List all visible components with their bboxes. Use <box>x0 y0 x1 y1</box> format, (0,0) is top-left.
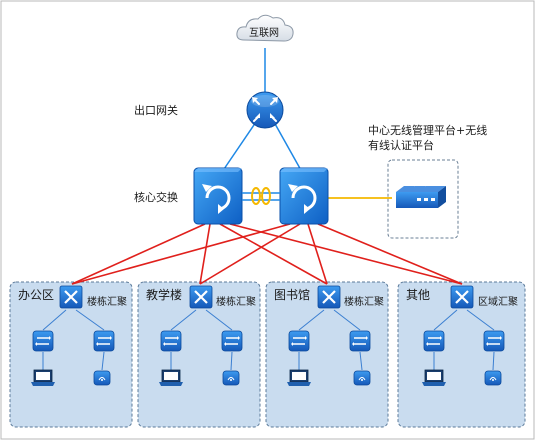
wlc-label-line1: 中心无线管理平台+无线 <box>368 124 488 137</box>
access-switch-icon <box>93 330 115 352</box>
aggregation-switch-icon <box>189 285 213 309</box>
zone-title-teaching: 教学楼 <box>146 288 183 302</box>
wlc-label-line2: 有线认证平台 <box>368 139 434 152</box>
zone-box-office <box>9 281 133 428</box>
zone-title-other: 其他 <box>406 288 431 302</box>
agg-label-teaching: 楼栋汇聚 <box>216 297 256 308</box>
laptop-icon <box>287 369 311 386</box>
access-links <box>42 309 495 371</box>
access-switch-icon <box>288 330 310 352</box>
wlc-label: 中心无线管理平台+无线 有线认证平台 <box>368 123 487 153</box>
internet-cloud-icon <box>236 14 294 42</box>
aggregation-switch-icon <box>450 285 474 309</box>
agg-label-office: 楼栋汇聚 <box>87 297 127 308</box>
access-switch-icon <box>160 330 182 352</box>
laptop-icon <box>422 369 446 386</box>
zone-box-teaching <box>137 281 261 428</box>
access-switch-icon <box>423 330 445 352</box>
access-point-icon <box>93 370 111 386</box>
access-switch-icon <box>221 330 243 352</box>
access-point-icon <box>222 370 240 386</box>
aggregation-switch-icon <box>59 285 83 309</box>
laptop-icon <box>31 369 55 386</box>
wireless-controller-icon <box>396 180 446 208</box>
link-router-core-right <box>273 121 303 173</box>
link-router-core-left <box>221 121 257 173</box>
core-switch-left-icon <box>193 167 243 225</box>
access-point-icon <box>353 370 371 386</box>
zone-title-office: 办公区 <box>18 288 55 302</box>
zone-title-library: 图书馆 <box>274 288 311 302</box>
laptop-icon <box>159 369 183 386</box>
aggregation-switch-icon <box>317 285 341 309</box>
access-switch-icon <box>349 330 371 352</box>
egress-gateway-label: 出口网关 <box>134 104 178 117</box>
core-stack-link <box>242 187 280 205</box>
agg-label-library: 楼栋汇聚 <box>344 297 384 308</box>
router-icon <box>246 91 284 129</box>
zone-box-other <box>397 281 526 428</box>
core-switch-right-icon <box>279 167 329 225</box>
core-aggregation-links <box>71 223 463 285</box>
access-switch-icon <box>32 330 54 352</box>
access-switch-icon <box>483 330 505 352</box>
internet-label: 互联网 <box>249 28 279 39</box>
core-switch-label: 核心交换 <box>134 191 178 204</box>
access-point-icon <box>484 370 502 386</box>
agg-label-other: 区域汇聚 <box>478 297 518 308</box>
